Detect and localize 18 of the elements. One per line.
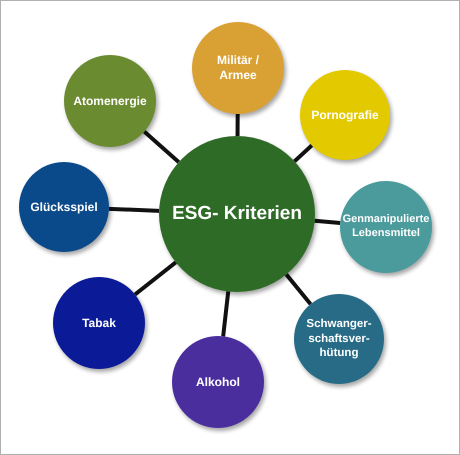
circle-label: Glücksspiel: [30, 200, 98, 214]
connector-line: [293, 144, 314, 163]
topic-circle: [300, 70, 390, 160]
connector-line: [134, 260, 178, 296]
connector-line: [108, 206, 160, 213]
circle-label: Militär / Armee: [216, 53, 260, 83]
circle-label: Pornografie: [311, 108, 379, 122]
circle-label: Schwanger- schaftsver- hütung: [305, 317, 373, 361]
circle-label: Genmanipulierte Lebensmittel: [342, 213, 430, 241]
circle-label: ESG- Kriterien: [172, 202, 302, 226]
connector-line: [314, 218, 340, 225]
circle-label: Atomenergie: [73, 94, 147, 108]
circle-label: Tabak: [82, 316, 116, 330]
topic-circle: [294, 294, 384, 384]
connector-line: [143, 130, 180, 164]
circle-label: Alkohol: [196, 374, 240, 390]
connector-line: [236, 114, 240, 136]
connector-line: [221, 291, 230, 337]
